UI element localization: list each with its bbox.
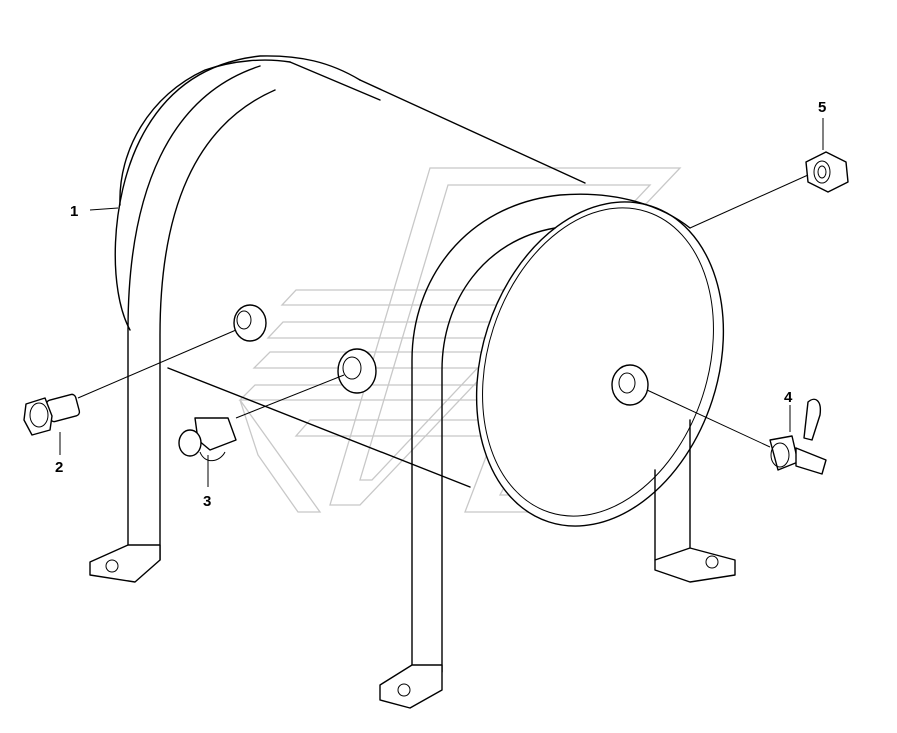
air-tank	[89, 55, 736, 709]
part-valve-fitting	[178, 417, 237, 462]
port-middle	[337, 348, 377, 394]
part-drain-valve	[769, 398, 827, 475]
front-strap-foot-right	[654, 547, 736, 583]
callout-3: 3	[203, 493, 211, 510]
callout-5: 5	[818, 99, 826, 116]
front-strap-foot	[379, 664, 443, 709]
port-front	[611, 364, 649, 406]
part-fitting	[805, 151, 849, 193]
part-plug	[23, 393, 81, 436]
rear-strap-foot	[89, 544, 161, 583]
callout-2: 2	[55, 459, 63, 476]
port-rear	[233, 304, 267, 342]
callout-4: 4	[784, 389, 793, 406]
tank-front-cap	[475, 201, 725, 527]
callout-1: 1	[70, 203, 78, 220]
leader-lines	[59, 118, 824, 487]
callout-labels: 1 2 3 4 5	[55, 99, 826, 510]
